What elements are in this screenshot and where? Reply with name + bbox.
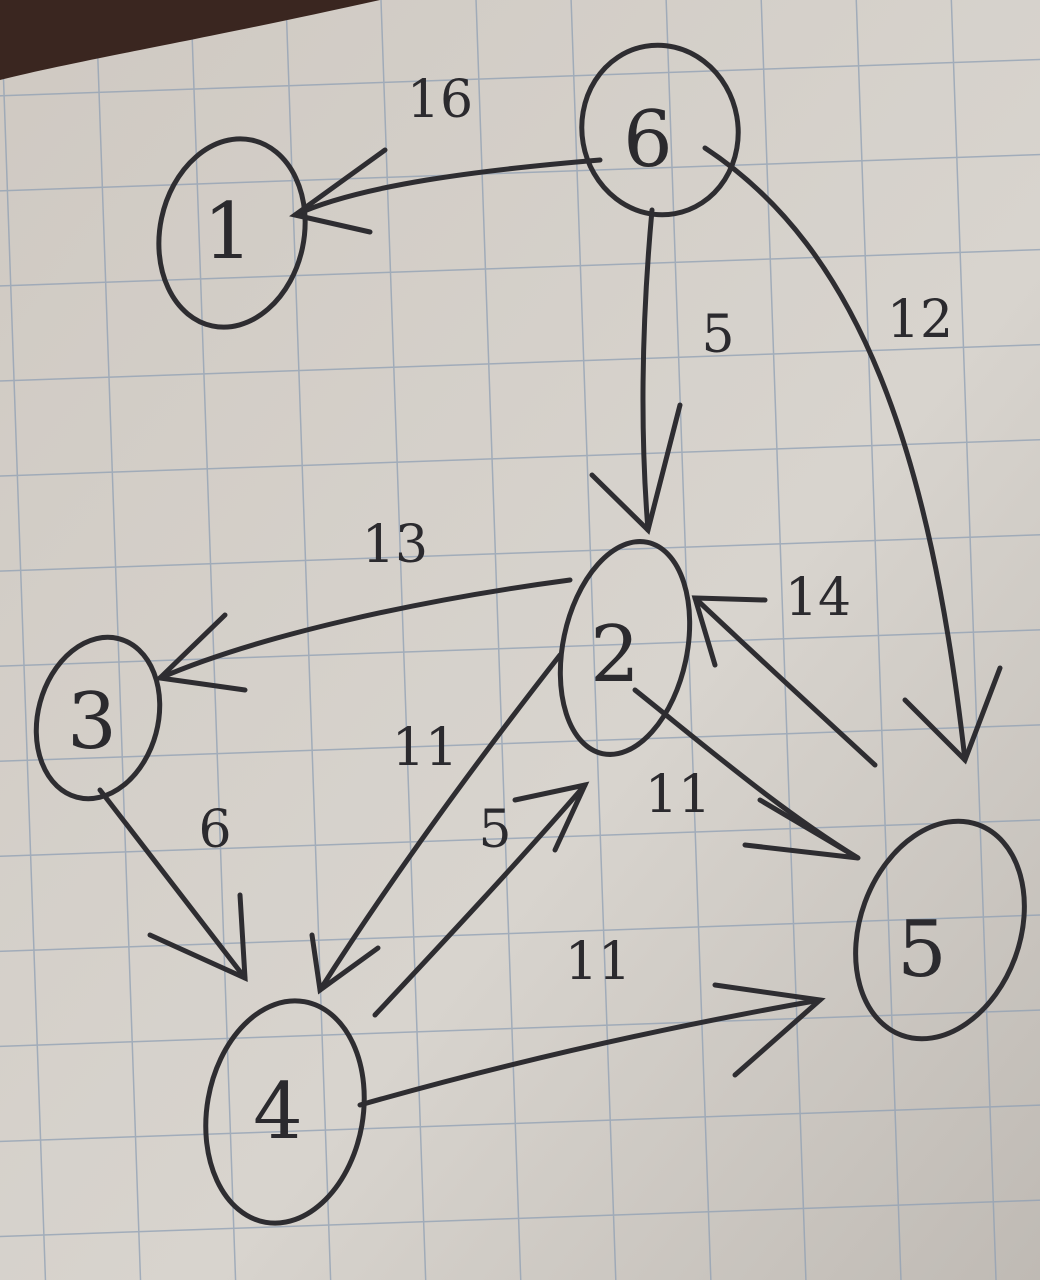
node-5-ring bbox=[853, 818, 1027, 1042]
edge-label-6-1: 16 bbox=[407, 70, 473, 130]
node-3: 3 bbox=[33, 634, 163, 802]
node-3-ring bbox=[33, 634, 163, 802]
notebook-edge bbox=[0, 0, 380, 80]
edge-label-2-5: 11 bbox=[645, 765, 711, 825]
edge-5-to-2: 14 bbox=[691, 568, 878, 768]
edge-label-6-2: 5 bbox=[701, 305, 734, 365]
node-1-label: 1 bbox=[203, 187, 253, 277]
edge-6-to-5: 12 bbox=[702, 145, 1003, 765]
edge-label-3-4: 6 bbox=[198, 800, 231, 860]
node-2-label: 2 bbox=[590, 610, 640, 700]
edge-2-to-4: 11 bbox=[309, 652, 563, 995]
edge-6-to-1: 16 bbox=[289, 70, 603, 235]
node-1: 1 bbox=[156, 136, 308, 330]
edge-2-to-3: 13 bbox=[154, 515, 573, 693]
nodes: 1 6 2 3 4 5 bbox=[33, 42, 1027, 1226]
node-4: 4 bbox=[203, 998, 367, 1226]
node-4-ring bbox=[203, 998, 367, 1226]
node-2: 2 bbox=[557, 539, 693, 757]
node-4-label: 4 bbox=[253, 1067, 303, 1157]
node-2-ring bbox=[557, 539, 693, 757]
edge-6-to-2: 5 bbox=[589, 207, 735, 535]
node-3-label: 3 bbox=[67, 677, 117, 767]
edge-label-2-3: 13 bbox=[362, 515, 428, 575]
node-5-label: 5 bbox=[897, 905, 947, 995]
edge-label-4-2: 5 bbox=[478, 800, 511, 860]
node-1-ring bbox=[156, 136, 308, 330]
edge-4-to-2: 5 bbox=[372, 781, 590, 1018]
node-6-label: 6 bbox=[623, 95, 673, 185]
node-6: 6 bbox=[579, 42, 741, 218]
edge-3-to-4: 6 bbox=[97, 787, 248, 982]
node-6-ring bbox=[579, 42, 741, 218]
edge-label-5-2: 14 bbox=[785, 568, 851, 628]
edge-label-2-4: 11 bbox=[392, 718, 458, 778]
edge-label-4-5: 11 bbox=[565, 932, 631, 992]
edge-4-to-5: 11 bbox=[357, 932, 826, 1108]
edge-label-6-5: 12 bbox=[887, 290, 953, 350]
node-5: 5 bbox=[853, 818, 1027, 1042]
